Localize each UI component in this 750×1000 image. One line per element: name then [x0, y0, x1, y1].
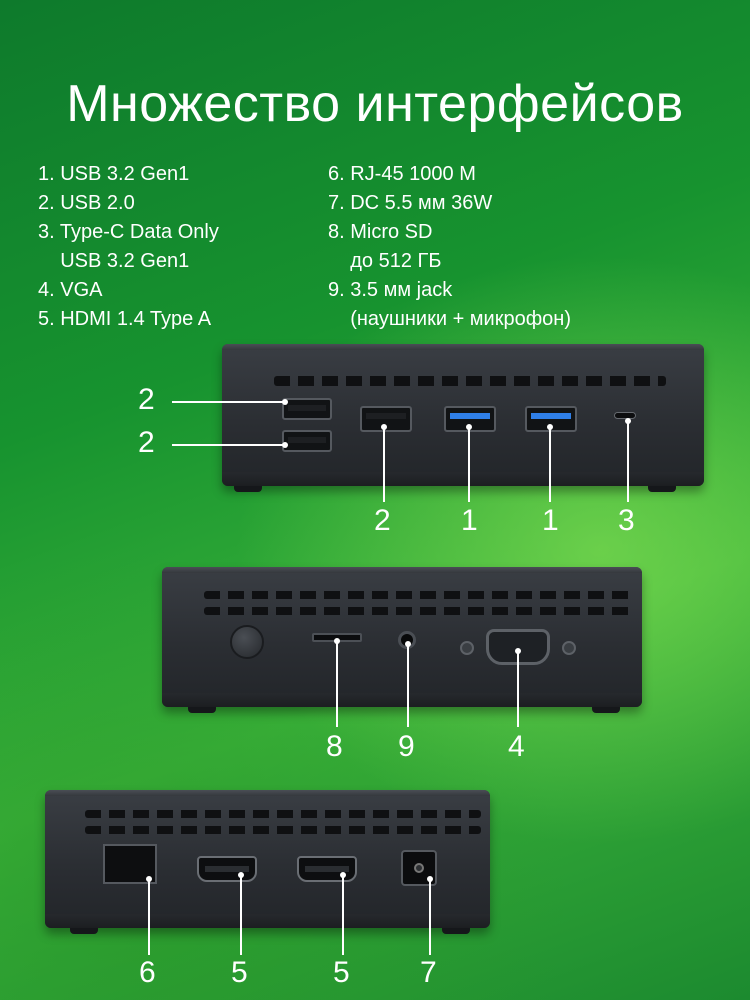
spec-item: 1. USB 3.2 Gen1 — [38, 163, 190, 185]
callout-number: 2 — [138, 426, 155, 459]
spec-list-right: 6. RJ-45 1000 M 7. DC 5.5 мм 36W 8. Micr… — [328, 160, 571, 334]
callout-dot — [282, 442, 288, 448]
device-rear-panel — [45, 790, 490, 928]
power-button — [230, 625, 264, 659]
callout-line — [429, 879, 431, 955]
vent-slots — [204, 591, 634, 599]
callout-number: 4 — [508, 730, 525, 763]
vga-screw — [562, 641, 576, 655]
callout-line — [148, 879, 150, 955]
rj45-port — [103, 844, 157, 884]
callout-number: 8 — [326, 730, 343, 763]
spec-item: 6. RJ-45 1000 M — [328, 163, 476, 185]
callout-dot — [282, 399, 288, 405]
callout-number: 5 — [231, 956, 248, 989]
callout-number: 7 — [420, 956, 437, 989]
vent-slots — [85, 810, 481, 818]
spec-item: 7. DC 5.5 мм 36W — [328, 192, 493, 214]
callout-number: 1 — [542, 504, 559, 537]
callout-line — [383, 427, 385, 502]
spec-item: до 512 ГБ — [328, 250, 442, 272]
page-title: Множество интерфейсов — [66, 75, 684, 133]
device-bevel — [162, 693, 642, 707]
device-bevel — [162, 567, 642, 573]
callout-line — [342, 875, 344, 955]
callout-line — [627, 421, 629, 502]
spec-item: 8. Micro SD — [328, 221, 433, 243]
callout-number: 9 — [398, 730, 415, 763]
vga-screw — [460, 641, 474, 655]
device-foot — [442, 928, 470, 934]
device-foot — [234, 486, 262, 492]
callout-line — [172, 401, 284, 403]
spec-item: 4. VGA — [38, 279, 103, 301]
spec-item: 9. 3.5 мм jack — [328, 279, 453, 301]
callout-line — [172, 444, 284, 446]
callout-line — [549, 427, 551, 502]
callout-number: 2 — [138, 383, 155, 416]
callout-number: 1 — [461, 504, 478, 537]
spec-item: 2. USB 2.0 — [38, 192, 135, 214]
device-bevel — [222, 344, 704, 350]
spec-list-left: 1. USB 3.2 Gen1 2. USB 2.0 3. Type-C Dat… — [38, 160, 219, 334]
spec-item: (наушники + микрофон) — [328, 308, 572, 330]
device-front-panel — [222, 344, 704, 486]
vent-slots — [85, 826, 481, 834]
callout-line — [240, 875, 242, 955]
device-bevel — [45, 790, 490, 796]
callout-line — [407, 644, 409, 727]
device-foot — [592, 707, 620, 713]
callout-number: 2 — [374, 504, 391, 537]
callout-line — [336, 641, 338, 727]
callout-number: 6 — [139, 956, 156, 989]
device-foot — [188, 707, 216, 713]
spec-item: 5. HDMI 1.4 Type A — [38, 308, 212, 330]
device-side-panel — [162, 567, 642, 707]
device-foot — [648, 486, 676, 492]
dc-power-port — [401, 850, 437, 886]
callout-number: 5 — [333, 956, 350, 989]
callout-line — [517, 651, 519, 727]
usb2-port-upper — [282, 398, 332, 420]
vent-slots — [274, 376, 666, 386]
usb2-port-lower — [282, 430, 332, 452]
spec-item: 3. Type-C Data Only — [38, 221, 219, 243]
device-foot — [70, 928, 98, 934]
device-bevel — [222, 472, 704, 486]
hdmi-port-2 — [297, 856, 357, 882]
hdmi-port-1 — [197, 856, 257, 882]
callout-line — [468, 427, 470, 502]
vent-slots — [204, 607, 634, 615]
spec-item: USB 3.2 Gen1 — [38, 250, 190, 272]
callout-number: 3 — [618, 504, 635, 537]
device-bevel — [45, 914, 490, 928]
